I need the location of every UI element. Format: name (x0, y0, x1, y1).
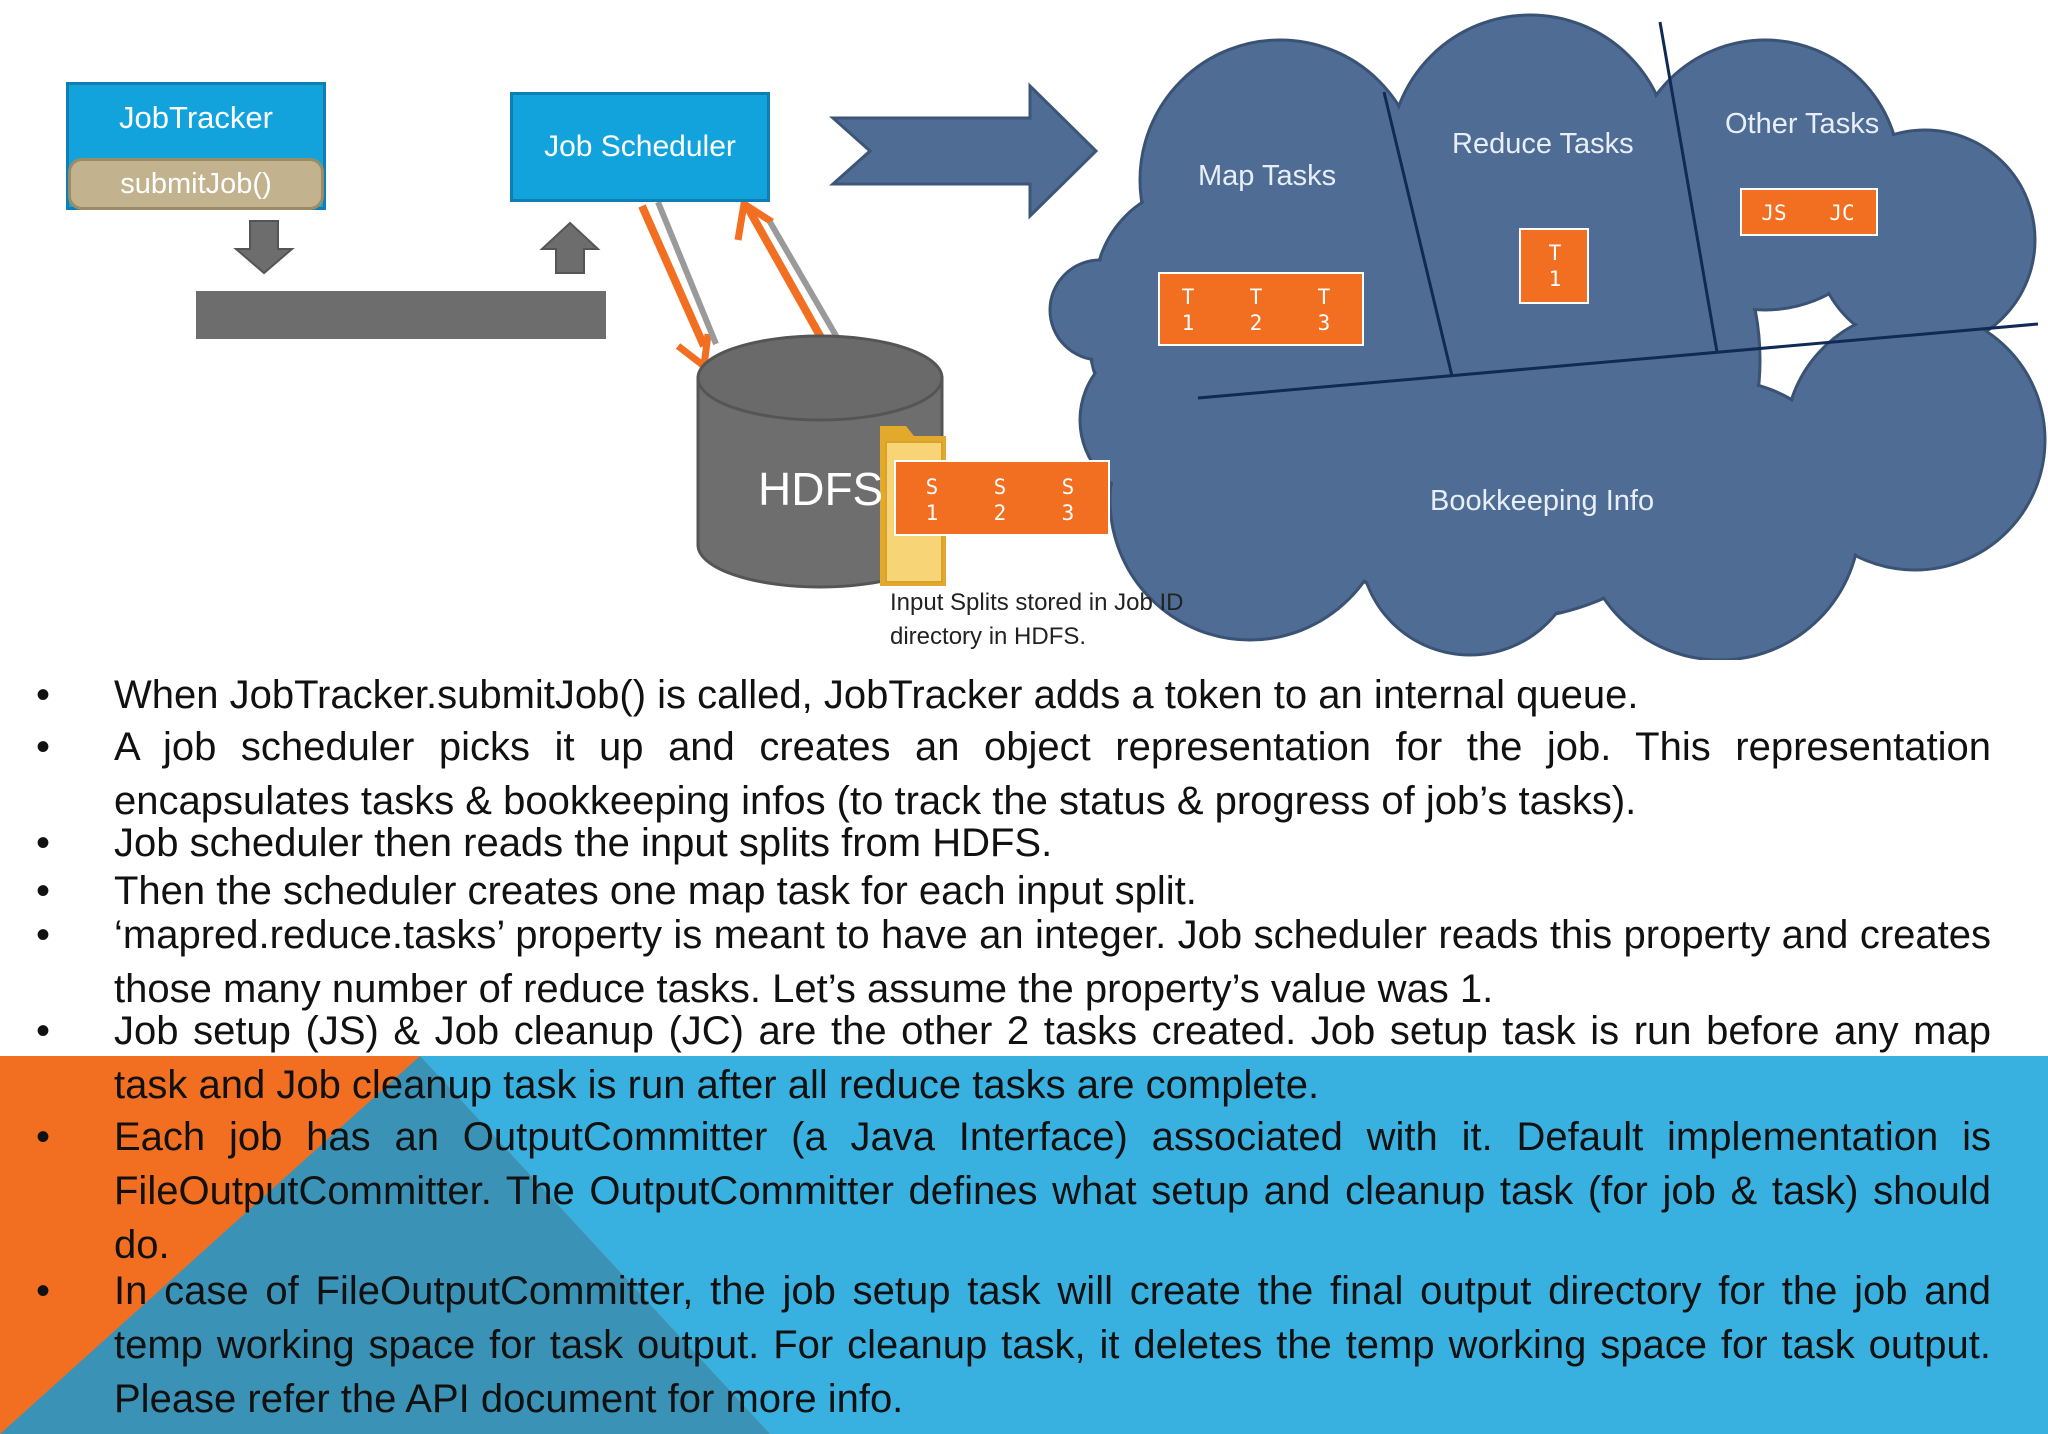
bullet-text: In case of FileOutputCommitter, the job … (114, 1269, 1991, 1421)
bullet-text: When JobTracker.submitJob() is called, J… (114, 673, 1639, 717)
bullet-dot: • (36, 821, 51, 865)
other-tasks-box: JS JC (1740, 188, 1878, 236)
bookkeeping-label: Bookkeeping Info (1430, 485, 1655, 517)
input-splits-caption: Input Splits stored in Job ID directory … (890, 586, 1250, 654)
bullet-dot: • (36, 913, 51, 957)
caption-line-1: Input Splits stored in Job ID (890, 589, 1184, 616)
bullet-dot: • (36, 1269, 51, 1313)
internal-queue-bar (196, 291, 606, 339)
read-splits-arrows (638, 198, 845, 373)
caption-line-2: directory in HDFS. (890, 623, 1087, 650)
bullet-dot: • (36, 725, 51, 769)
bullet-text: Job scheduler then reads the input split… (114, 821, 1053, 865)
bullet-text: Each job has an OutputCommitter (a Java … (114, 1115, 1991, 1267)
up-arrow-icon (539, 221, 601, 274)
cloud-dividers (1197, 21, 2039, 400)
down-arrow-icon (233, 220, 295, 275)
submitjob-method: submitJob() (68, 158, 324, 210)
job-cleanup-cell: JC (1829, 201, 1855, 225)
bullet-dot: • (36, 869, 51, 913)
bullet-dot: • (36, 673, 51, 717)
background-dark-triangle (0, 1056, 770, 1434)
job-scheduler-box: Job Scheduler (510, 92, 770, 202)
bullet-text: Job setup (JS) & Job cleanup (JC) are th… (114, 1009, 1991, 1107)
flow-right-arrow (829, 82, 1099, 220)
bullet-dot: • (36, 1115, 51, 1159)
jobtracker-title: JobTracker (119, 100, 273, 135)
bullet-text: A job scheduler picks it up and creates … (114, 725, 1991, 823)
other-tasks-label: Other Tasks (1725, 108, 1880, 140)
job-setup-cell: JS (1761, 201, 1787, 225)
bullet-text: ‘mapred.reduce.tasks’ property is meant … (114, 913, 1991, 1011)
map-tasks-label: Map Tasks (1198, 160, 1337, 192)
reduce-tasks-label: Reduce Tasks (1452, 128, 1634, 160)
hdfs-label: HDFS (758, 463, 884, 515)
bullet-dot: • (36, 1009, 51, 1053)
bullet-text: Then the scheduler creates one map task … (114, 869, 1197, 913)
